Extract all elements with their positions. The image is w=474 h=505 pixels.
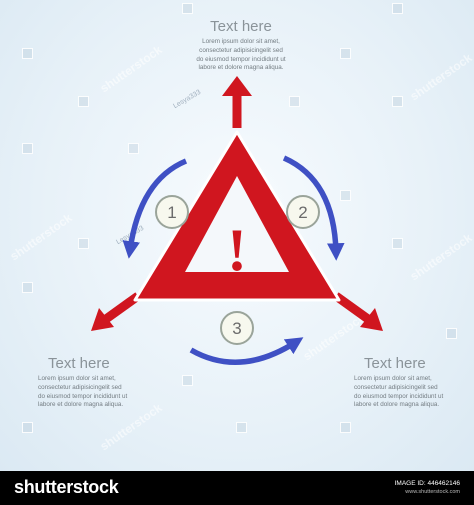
block-heading: Text here <box>48 355 110 372</box>
block-body: Lorem ipsum dolor sit amet, consectetur … <box>354 375 444 409</box>
cycle-arrow-left-icon <box>122 158 188 259</box>
diagram-canvas: shutterstock shutterstock shutterstock s… <box>0 0 474 471</box>
watermark-tile <box>340 422 351 433</box>
watermark-tile <box>340 190 351 201</box>
block-body: Lorem ipsum dolor sit amet, consectetur … <box>196 38 286 72</box>
watermark-tile <box>128 143 139 154</box>
step-circle-2: 2 <box>286 195 320 229</box>
step-number: 1 <box>167 203 176 222</box>
watermark-tile <box>22 143 33 154</box>
block-body: Lorem ipsum dolor sit amet, consectetur … <box>38 375 128 409</box>
text-block-left: Text here Lorem ipsum dolor sit amet, co… <box>38 355 138 410</box>
watermark-tile <box>78 96 89 107</box>
cycle-arrow-bottom-icon <box>189 337 304 365</box>
watermark-tile <box>340 48 351 59</box>
site-url-label: www.shutterstock.com <box>405 489 460 495</box>
watermark-tile <box>22 282 33 293</box>
step-circle-3: 3 <box>220 311 254 345</box>
warning-cycle-diagram: ! 1 2 3 <box>91 76 383 365</box>
stock-footer-bar: shutterstock IMAGE ID: 446462146 www.shu… <box>0 471 474 505</box>
watermark-tile <box>392 96 403 107</box>
image-id-label: IMAGE ID: 446462146 <box>394 480 460 487</box>
exclamation-mark: ! <box>227 217 247 283</box>
watermark-tile <box>182 375 193 386</box>
block-heading: Text here <box>364 355 426 372</box>
text-block-right: Text here Lorem ipsum dolor sit amet, co… <box>354 355 454 410</box>
step-number: 2 <box>298 203 307 222</box>
watermark-tile <box>446 328 457 339</box>
text-block-top: Text here Lorem ipsum dolor sit amet, co… <box>196 18 286 73</box>
watermark-tile <box>22 48 33 59</box>
watermark-tile <box>182 3 193 14</box>
step-circle-1: 1 <box>155 195 189 229</box>
watermark-tile <box>236 422 247 433</box>
watermark-tile <box>22 422 33 433</box>
block-heading: Text here <box>210 18 272 35</box>
cycle-arrow-right-icon <box>282 155 345 261</box>
watermark-tile <box>78 238 89 249</box>
step-number: 3 <box>232 319 241 338</box>
shutterstock-logo: shutterstock <box>14 477 119 497</box>
watermark-tile <box>392 238 403 249</box>
arrow-up-icon <box>222 76 252 128</box>
arrow-left-icon <box>91 292 141 331</box>
watermark-tile <box>289 96 300 107</box>
watermark-tile <box>392 3 403 14</box>
arrow-right-icon <box>333 292 383 331</box>
